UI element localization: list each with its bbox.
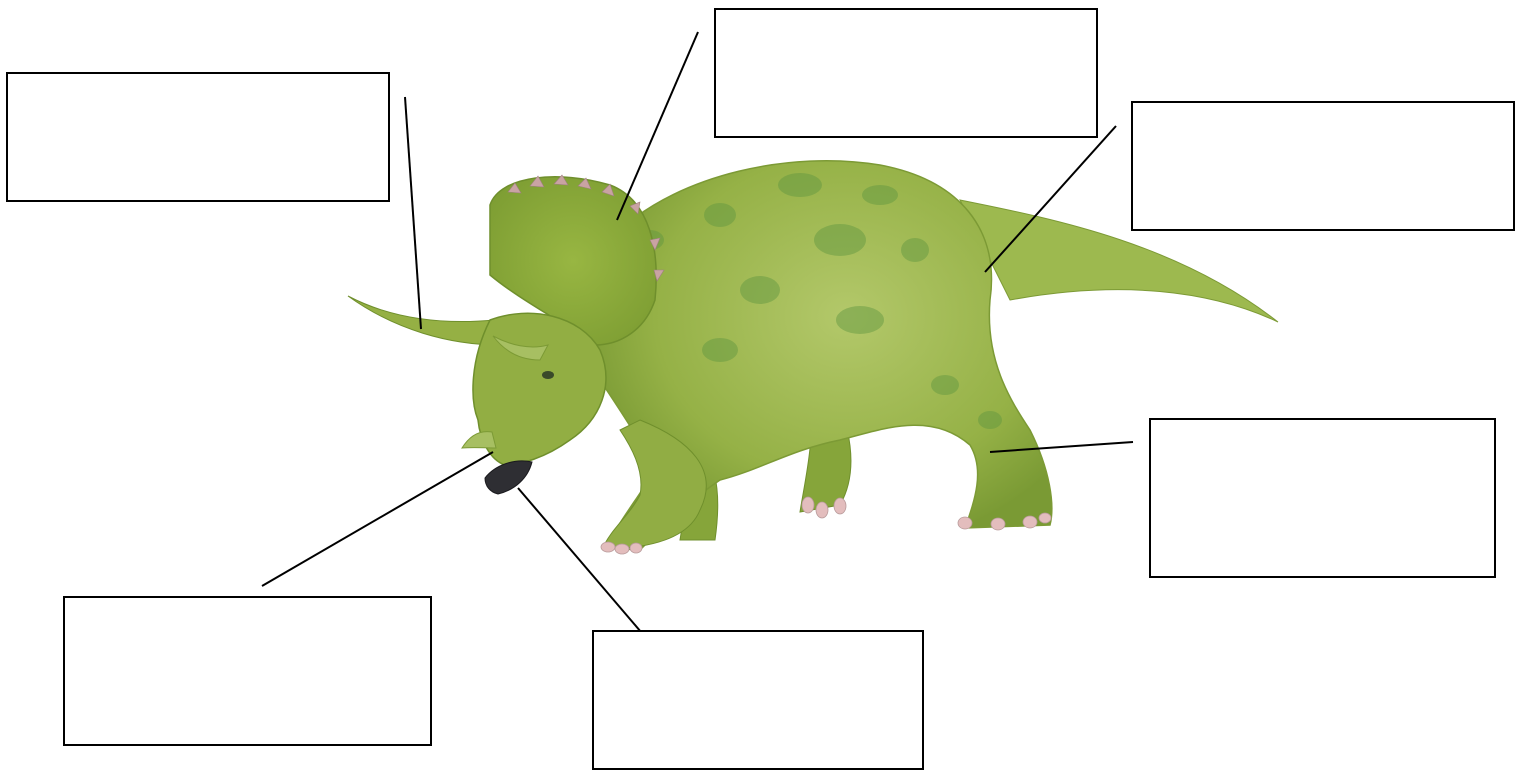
eye [542,371,554,379]
pointer-line-nose [262,452,493,586]
label-box-horn[interactable] [6,72,390,202]
label-box-tail[interactable] [1131,101,1515,231]
label-box-beak[interactable] [592,630,924,770]
beak-shape [485,461,532,494]
label-box-frill[interactable] [714,8,1098,138]
brow-horn [348,296,500,345]
label-box-foot[interactable] [1149,418,1496,578]
pointer-line-horn [405,97,421,329]
nose-horn [462,432,496,448]
pointer-line-beak [518,488,641,632]
label-box-nose-horn[interactable] [63,596,432,746]
